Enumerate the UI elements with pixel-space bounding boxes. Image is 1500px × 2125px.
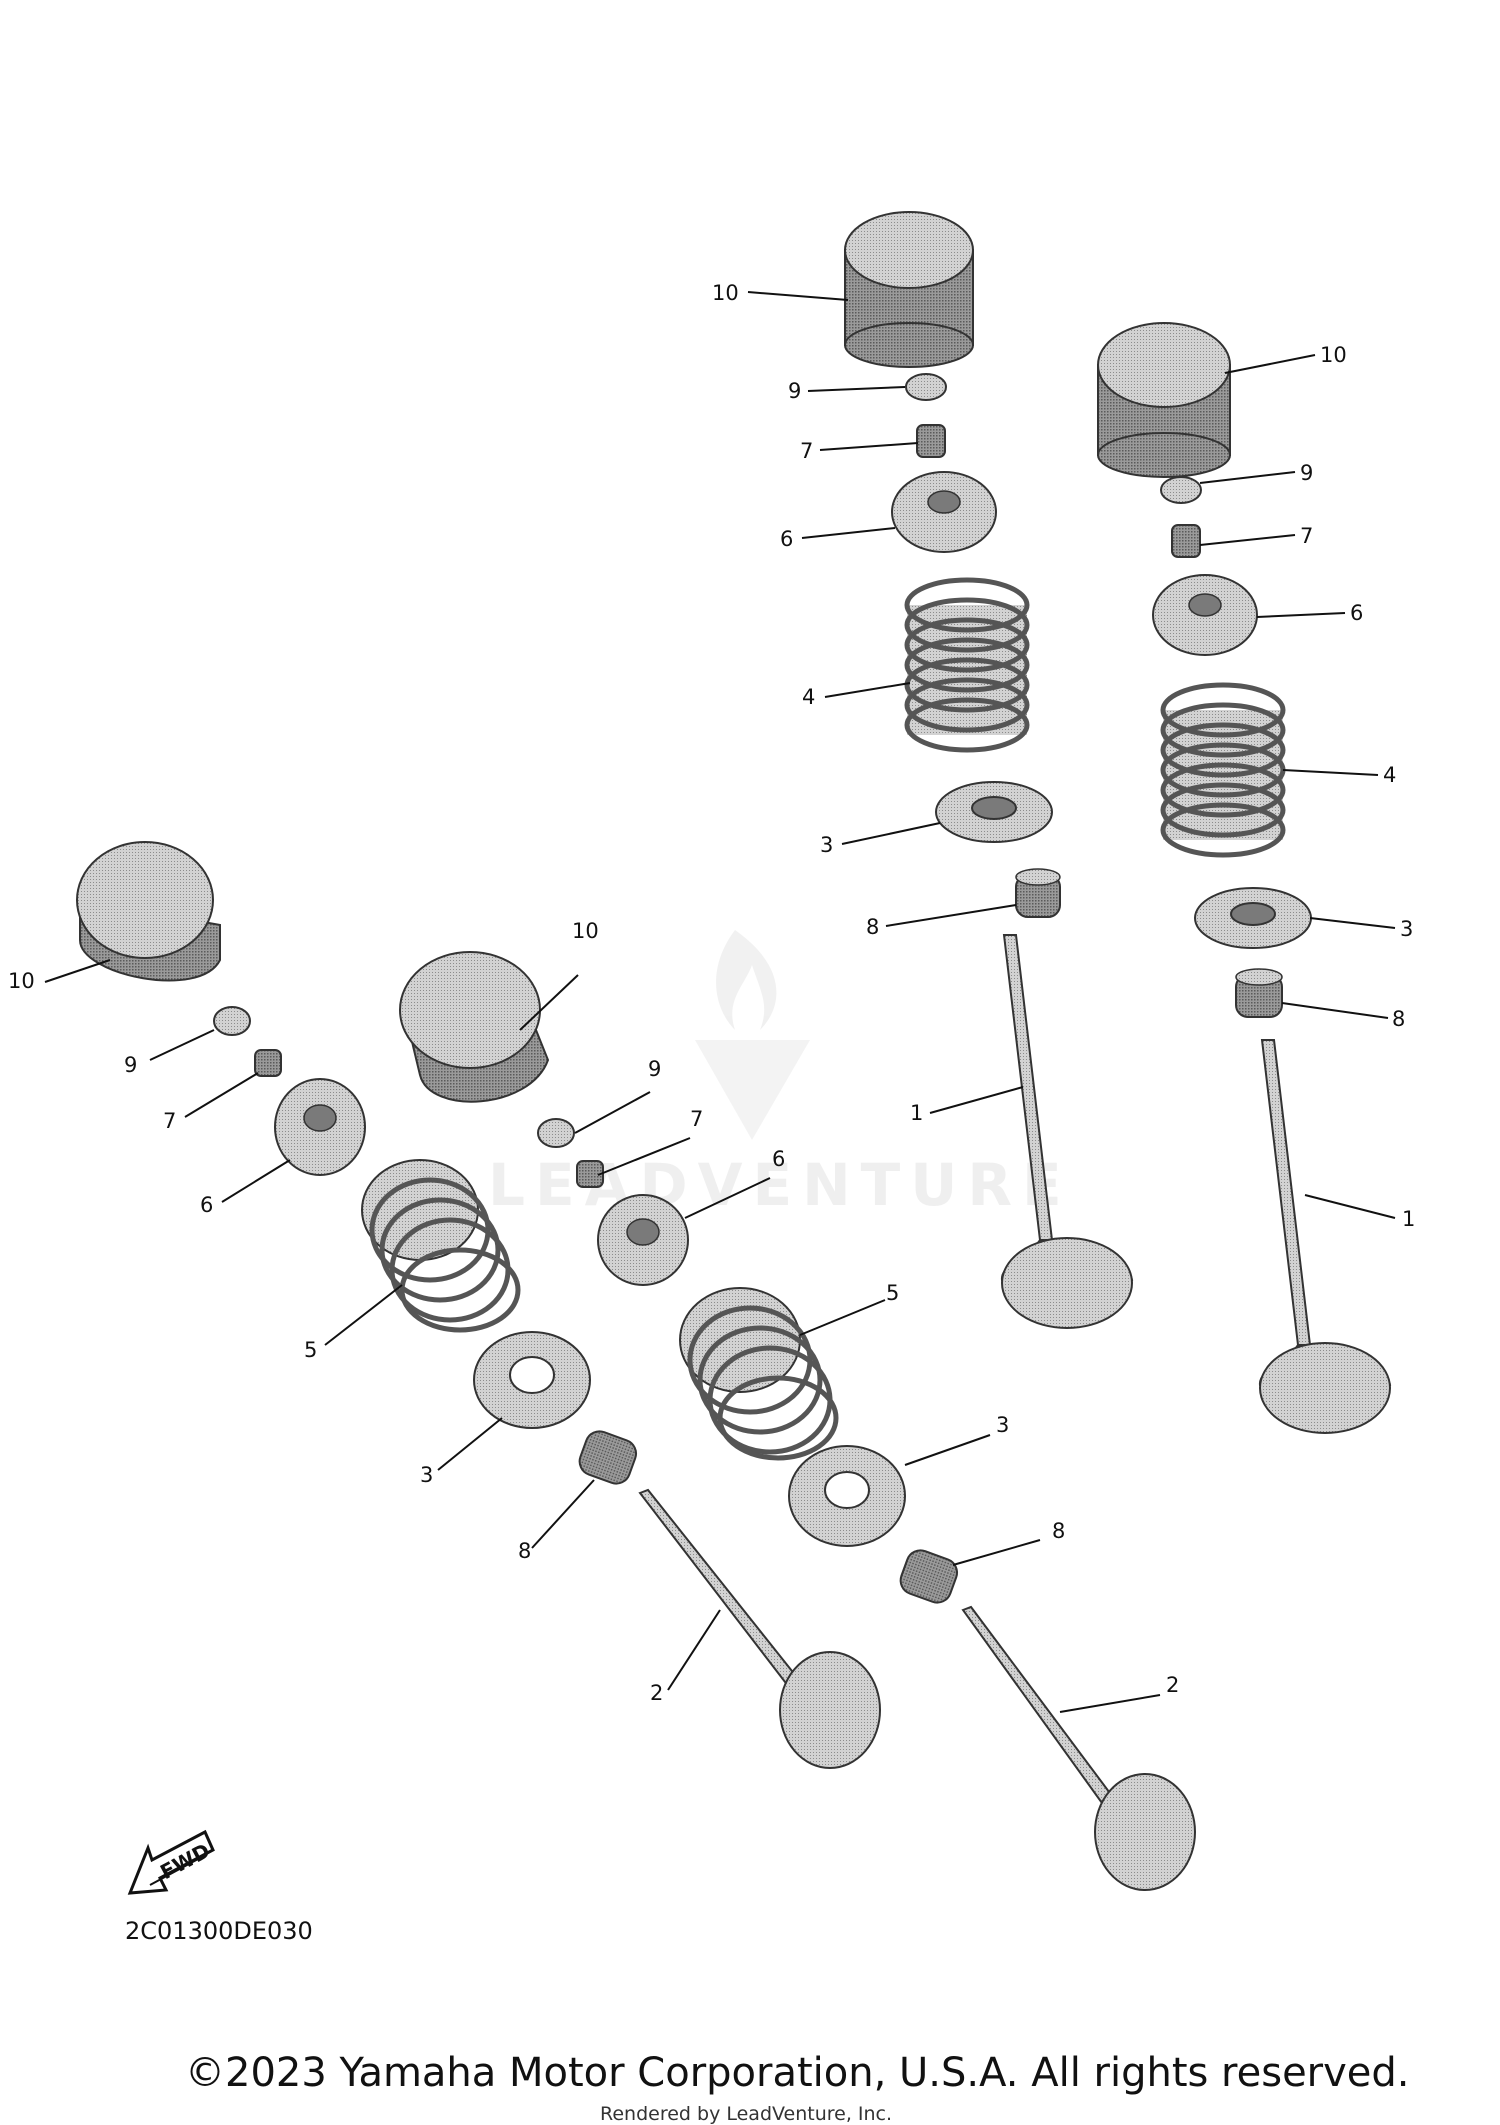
- drawing-code: 2C01300DE030: [125, 1917, 313, 1945]
- rendered-by-notice: Rendered by LeadVenture, Inc.: [600, 2103, 893, 2125]
- shim-9-left-b: [537, 1118, 575, 1148]
- spring-seat-3-right-b: [1194, 887, 1312, 949]
- shim-9-right-b: [1160, 476, 1202, 504]
- valve-lifter-10-left-a: [76, 841, 221, 982]
- callout-8: 8: [518, 1539, 531, 1563]
- callout-4: 4: [1383, 763, 1396, 787]
- valve-stem-seal-8-right-b: [1235, 968, 1283, 1018]
- callout-9: 9: [788, 379, 801, 403]
- callout-1: 1: [1402, 1207, 1415, 1231]
- valve-cotter-7-left-a: [254, 1049, 282, 1077]
- valve-lifter-10-left-b: [399, 951, 550, 1103]
- spring-retainer-6-left-b: [597, 1194, 689, 1286]
- callout-10: 10: [712, 281, 739, 305]
- spring-retainer-6-left-a: [274, 1078, 366, 1176]
- callout-labels: 10 9 7 6 4 3 8 1 10 9 7 6 4 3 8 1 10 9 7…: [8, 281, 1415, 1705]
- callout-7: 7: [1300, 524, 1313, 548]
- exhaust-valve-2-left-a: [638, 1488, 881, 1769]
- exhaust-valve-2-left-b: [961, 1605, 1196, 1891]
- leadventure-watermark: LEADVENTURE: [488, 930, 1062, 1219]
- callout-8: 8: [1392, 1007, 1405, 1031]
- spring-retainer-6-right-b: [1152, 574, 1258, 656]
- valve-lifter-10-right-b: [1097, 322, 1231, 478]
- fwd-arrow-icon: FWD: [127, 1829, 215, 1895]
- callout-8: 8: [1052, 1519, 1065, 1543]
- spring-seat-3-left-b: [788, 1445, 906, 1547]
- callout-7: 7: [163, 1109, 176, 1133]
- callout-6: 6: [780, 527, 793, 551]
- callout-7: 7: [800, 439, 813, 463]
- callout-10: 10: [8, 969, 35, 993]
- shim-9-right-a: [905, 373, 947, 401]
- valve-spring-5-left-b: [679, 1287, 839, 1461]
- callout-10: 10: [1320, 343, 1347, 367]
- callout-3: 3: [996, 1413, 1009, 1437]
- callout-7: 7: [690, 1107, 703, 1131]
- callout-3: 3: [1400, 917, 1413, 941]
- callout-6: 6: [772, 1147, 785, 1171]
- callout-10: 10: [572, 919, 599, 943]
- callout-9: 9: [648, 1057, 661, 1081]
- callout-9: 9: [1300, 461, 1313, 485]
- callout-5: 5: [886, 1281, 899, 1305]
- callout-9: 9: [124, 1053, 137, 1077]
- intake-valve-1-right-b: [1258, 1039, 1392, 1434]
- callout-3: 3: [820, 833, 833, 857]
- valve-stem-seal-8-right-a: [1015, 868, 1061, 918]
- valve-spring-4-right-b: [1160, 682, 1286, 858]
- valve-stem-seal-8-left-b: [899, 1549, 959, 1604]
- valve-spring-4-right-a: [904, 577, 1030, 753]
- copyright-notice: ©2023 Yamaha Motor Corporation, U.S.A. A…: [185, 2050, 1410, 2096]
- callout-6: 6: [200, 1193, 213, 1217]
- callout-8: 8: [866, 915, 879, 939]
- valve-cotter-7-right-b: [1171, 524, 1201, 558]
- valve-lifter-10-right-a: [844, 211, 974, 368]
- spring-seat-3-right-a: [935, 781, 1053, 843]
- callout-4: 4: [802, 685, 815, 709]
- intake-valve-1-right-a: [1000, 934, 1134, 1329]
- callout-2: 2: [1166, 1673, 1179, 1697]
- callout-6: 6: [1350, 601, 1363, 625]
- valve-stem-seal-8-left-a: [578, 1430, 638, 1485]
- shim-9-left-a: [213, 1006, 251, 1036]
- valve-cotter-7-right-a: [916, 424, 946, 458]
- callout-3: 3: [420, 1463, 433, 1487]
- spring-retainer-6-right-a: [891, 471, 997, 553]
- callout-1: 1: [910, 1101, 923, 1125]
- spring-seat-3-left-a: [473, 1331, 591, 1429]
- callout-5: 5: [304, 1338, 317, 1362]
- valve-spring-5-left-a: [361, 1159, 521, 1333]
- callout-2: 2: [650, 1681, 663, 1705]
- leader-lines: [44, 291, 1396, 1713]
